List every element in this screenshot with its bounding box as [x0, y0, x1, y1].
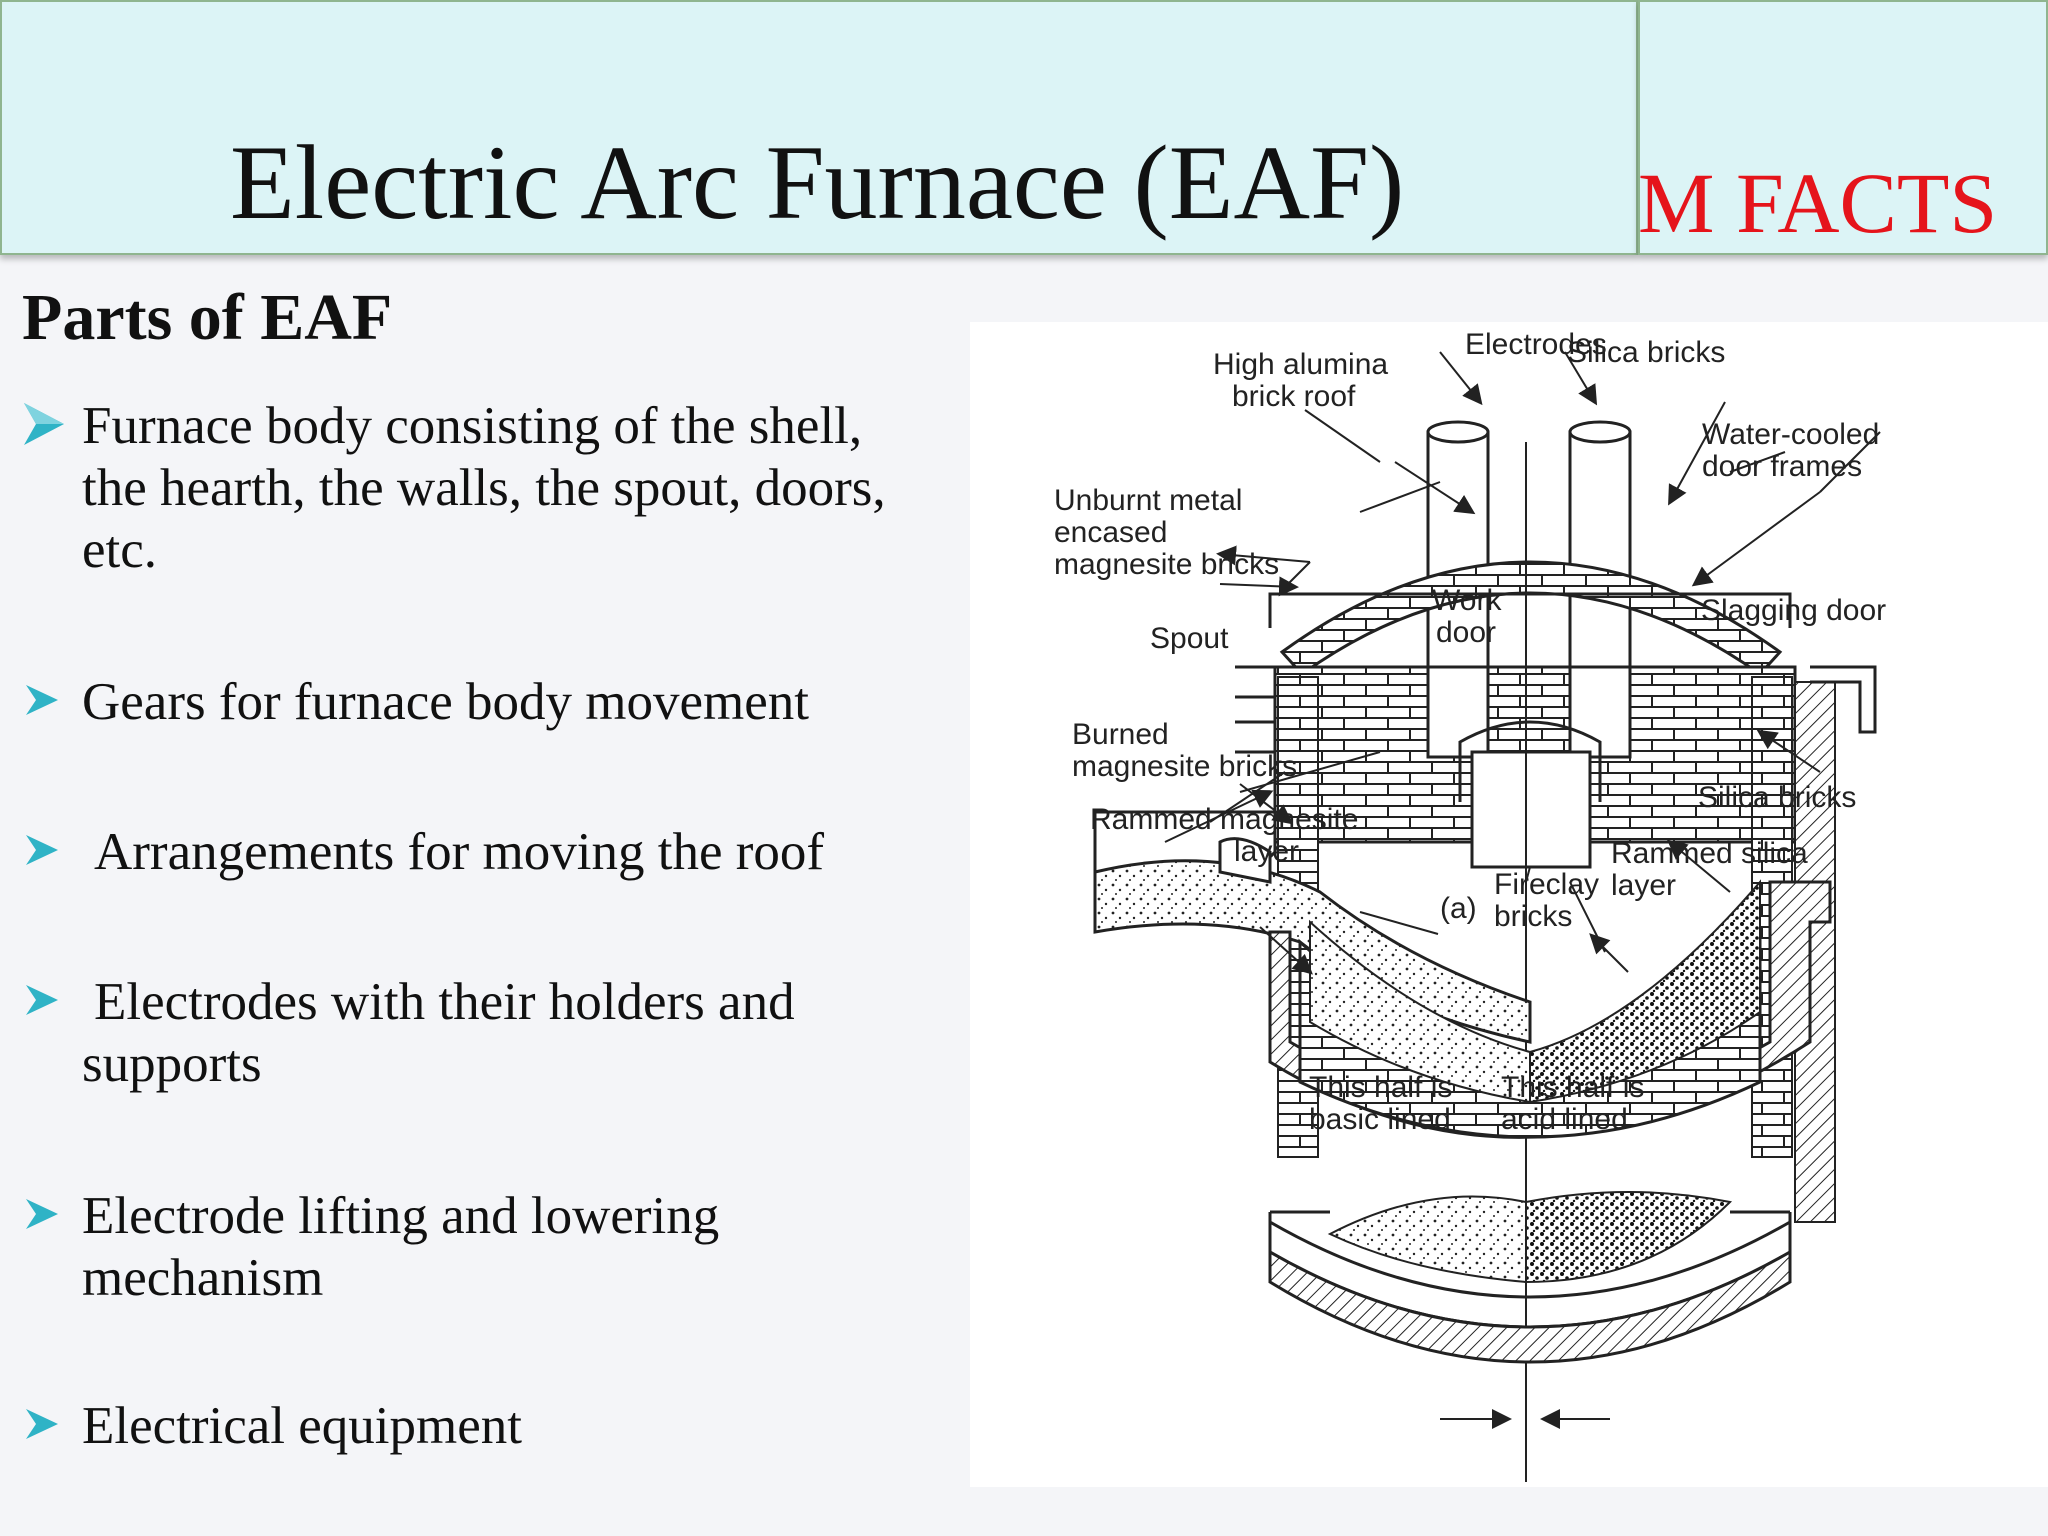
label-unburnt: Unburnt metal: [1054, 484, 1242, 517]
bullet-text-line: Gears for furnace body movement: [82, 673, 809, 731]
label-high-alumina-line2: brick roof: [1232, 380, 1356, 413]
label-work-door: Work: [1432, 584, 1502, 617]
label-water-cooled-line2: door frames: [1702, 450, 1862, 483]
label-basic-lined: This half is: [1309, 1071, 1452, 1104]
bullet-text-line: mechanism: [82, 1249, 324, 1307]
label-rammed-silica: Rammed silica: [1611, 837, 1808, 870]
label-rammed-magnesite: Rammed magnesite: [1090, 803, 1358, 836]
arrow-bullet-icon: [26, 685, 58, 715]
bullet-text-line: etc.: [82, 521, 158, 579]
label-basic-lined-line2: basic lined: [1309, 1103, 1451, 1136]
eaf-cross-section-drawing: Electrodes High alumina brick roof Silic…: [1054, 328, 1886, 1482]
title-bar: [0, 0, 1638, 255]
label-figure-a: (a): [1440, 892, 1477, 925]
slide-title: Electric Arc Furnace (EAF): [230, 124, 1405, 241]
label-unburnt-line3: magnesite bricks: [1054, 548, 1279, 581]
label-spout: Spout: [1150, 622, 1229, 655]
section-heading: Parts of EAF: [22, 281, 393, 354]
arrow-bullet-icon: [26, 1199, 58, 1229]
roof-arch: [1279, 560, 1783, 676]
bullet-text-line: supports: [82, 1035, 262, 1093]
label-high-alumina: High alumina: [1213, 348, 1388, 381]
label-acid-lined: This half is: [1501, 1071, 1644, 1104]
label-silica-bricks-top: Silica bricks: [1567, 336, 1725, 369]
label-fireclay-line2: bricks: [1494, 900, 1572, 933]
label-rammed-magnesite-line2: layer: [1234, 835, 1299, 868]
bullet-text-line: Electrical equipment: [82, 1397, 522, 1455]
arrow-bullet-icon: [26, 835, 58, 865]
label-slagging-door: Slagging door: [1701, 594, 1886, 627]
label-burned-line2: magnesite bricks: [1072, 750, 1297, 783]
brand-logo-text: M FACTS: [1638, 155, 1998, 251]
label-fireclay: Fireclay: [1494, 868, 1599, 901]
label-water-cooled: Water-cooled: [1702, 418, 1879, 451]
lower-hearth-section: [1268, 1249, 1792, 1364]
label-electrodes: Electrodes: [1465, 328, 1607, 361]
label-rammed-silica-line2: layer: [1611, 869, 1676, 902]
bullet-text-line: Electrodes with their holders and: [94, 973, 795, 1031]
bullet-text-line: Arrangements for moving the roof: [94, 823, 825, 881]
arrow-bullet-icon: [26, 1409, 58, 1439]
brand-box: [1638, 0, 2048, 255]
label-work-door-line2: door: [1436, 616, 1496, 649]
label-unburnt-line2: encased: [1054, 516, 1167, 549]
bullet-text-line: the hearth, the walls, the spout, doors,: [82, 459, 886, 517]
bullet-text-line: Furnace body consisting of the shell,: [82, 397, 863, 455]
arrow-bullet-icon: [24, 403, 64, 445]
label-acid-lined-line2: acid lined: [1501, 1103, 1628, 1136]
label-burned: Burned: [1072, 718, 1169, 751]
eaf-diagram: Electrodes High alumina brick roof Silic…: [970, 322, 2048, 1487]
work-door: [1470, 750, 1592, 869]
arrow-bullet-icon: [26, 985, 58, 1015]
bullet-text-line: Electrode lifting and lowering: [82, 1187, 720, 1245]
label-silica-bricks-right: Silica bricks: [1698, 781, 1856, 814]
